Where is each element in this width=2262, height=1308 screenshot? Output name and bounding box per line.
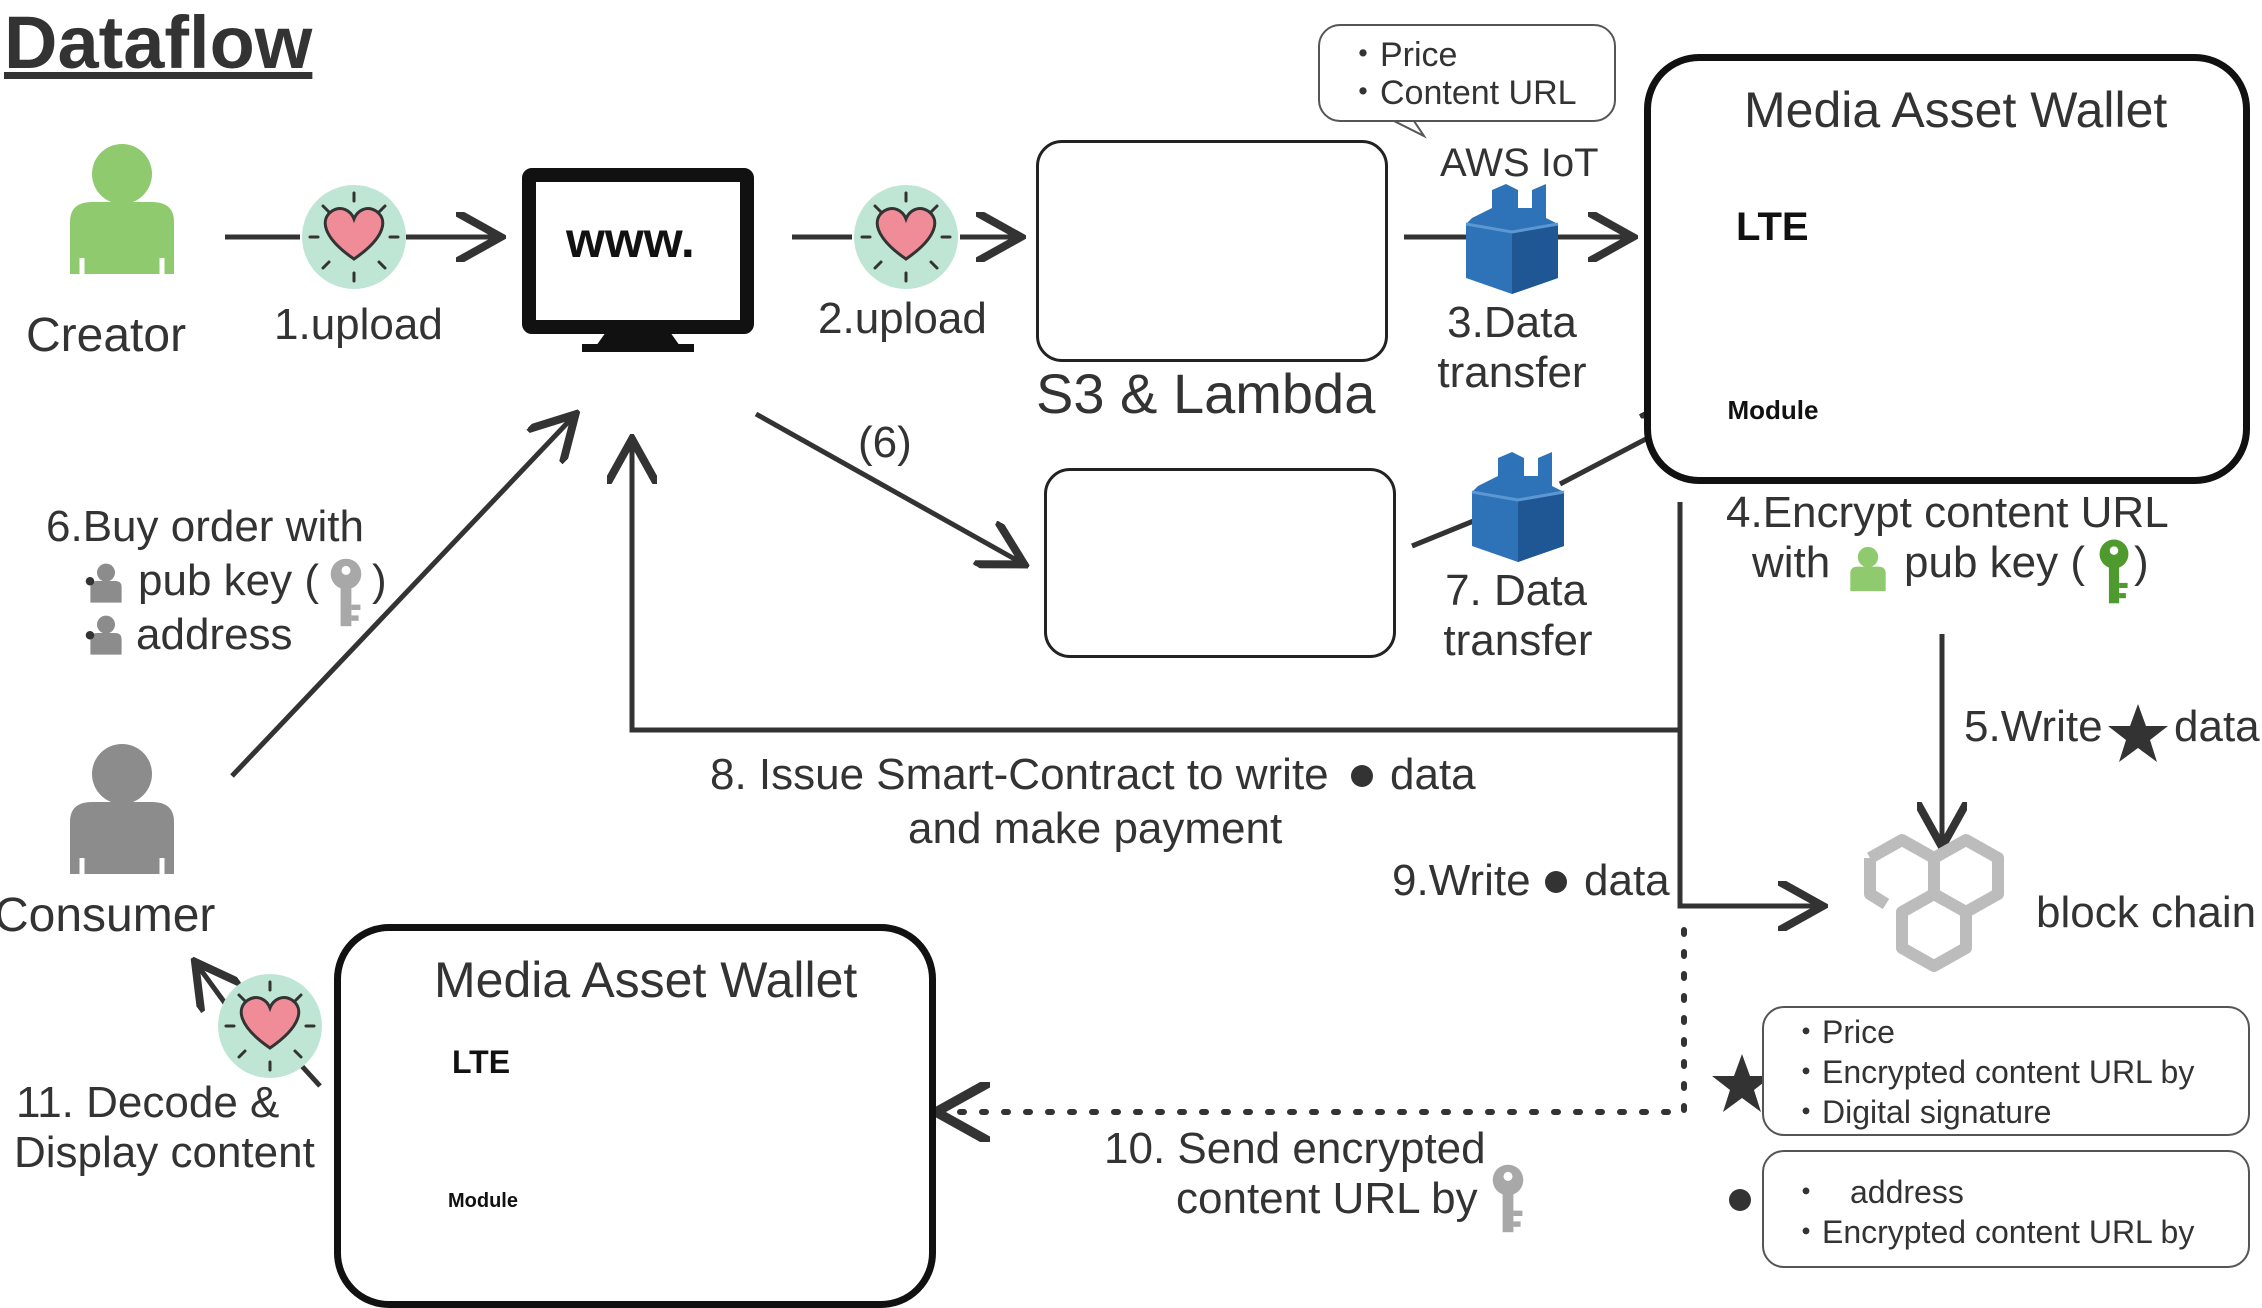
key-icon-gray-buy [330,558,362,627]
issue8-line2: and make payment [908,804,1283,853]
module-ssd-top: SSD [1746,277,1800,307]
lte-label-top: LTE [1736,205,1809,249]
write5-data: data [2174,702,2260,751]
consumer-label: Consumer [0,889,216,942]
arrow-lambda-to-iot [1411,517,1477,549]
module-3g4g-bottom: 3G / 4G [447,1120,519,1142]
dot-icon-legend [1729,1189,1751,1211]
s3-lambda-box [1036,140,1388,362]
module-wireless-bottom: Wireless [440,1142,526,1167]
star-icon-write5 [2108,704,2168,762]
data-transfer3-line2: transfer [1437,348,1587,397]
send10-line2: content URL by [1176,1174,1478,1223]
page-title: Dataflow [4,1,313,84]
dot-icon-write9 [1545,871,1567,893]
data-transfer7-line2: transfer [1443,616,1593,665]
legend-star-signature: ・Digital signature [1790,1094,2052,1130]
encrypt4-pubkey: pub key ( [1904,538,2085,587]
legend-star-price: ・Price [1790,1014,1895,1050]
encrypt4-line1: 4.Encrypt content URL [1726,488,2169,537]
arrow-send-encrypted [942,927,1687,1112]
data-transfer7-line1: 7. Data [1445,566,1587,615]
s3-lambda-label: S3 & Lambda [1036,362,1376,425]
arrow-wallet-to-token [298,1062,322,1088]
heart-token-icon-upload2 [852,183,960,291]
legend-dot-bullet: ・ [1790,1174,1823,1210]
buy6-dot2: ・ [70,615,110,659]
issue8-line1: 8. Issue Smart-Contract to write [710,750,1329,799]
step6-label: (6) [858,418,912,467]
legend-star-encrypted: ・Encrypted content URL by [1790,1054,2195,1090]
buy6-address: address [136,610,293,659]
aws-iot-icon-bottom [1470,450,1566,564]
monitor-icon [522,168,754,352]
decode11-line2: Display content [14,1128,315,1177]
legend-dot-address: address [1850,1174,1964,1210]
aws-iot-label: AWS IoT [1440,141,1599,185]
write5-label: 5.Write [1964,702,2103,751]
write9-data: data [1584,856,1670,905]
key-icon-green-encrypt [2099,539,2129,604]
upload2-label: 2.upload [818,294,987,343]
blockchain-icon [1870,840,1998,966]
data-transfer3-line1: 3.Data [1447,298,1577,347]
wallet-top-title: Media Asset Wallet [1744,82,2168,138]
aws-iot-icon-top [1464,182,1560,296]
price-callout [1318,24,1616,122]
wallet-bottom-title: Media Asset Wallet [434,952,858,1008]
send10-line1: 10. Send encrypted [1104,1124,1486,1173]
media-asset-wallet-top [1644,54,2250,484]
module-name-top: Module [1727,395,1819,425]
module-3g4g-top: 3G / 4G [1727,305,1819,335]
key-icon-gray-send [1492,1164,1524,1233]
consumer-icon [70,744,174,874]
arrow-web-to-lambda [754,411,1020,562]
blockchain-label: block chain [2036,888,2257,937]
arrow-issue-smart-contract [632,444,1683,733]
encrypt4-with: with [1752,538,1831,587]
upload1-label: 1.upload [274,300,443,349]
buy6-pubkey: pub key ( [138,556,319,605]
encrypt-person-icon [1850,546,1886,592]
price-callout-line1: ・Price [1346,36,1458,74]
module-wireless-top: Wireless [1719,334,1827,365]
write9-label: 9.Write [1392,856,1531,905]
legend-star-box [1762,1006,2250,1136]
encrypt4-close: ) [2134,538,2149,587]
decode11-line1: 11. Decode & [16,1078,280,1127]
issue8-data: data [1390,750,1476,799]
buy6-close: ) [372,556,387,605]
dot-icon-issue [1351,765,1373,787]
heart-token-icon-upload1 [300,183,408,291]
module-ssd-bottom: SSD [462,1098,504,1120]
arrow-write-blockchain [1677,730,1818,906]
creator-label: Creator [26,309,187,362]
buy6-dot1: ・ [70,561,110,605]
module-name-bottom: Module [448,1190,518,1212]
website-label: www. [566,212,695,268]
legend-dot-encrypted: ・Encrypted content URL by [1790,1214,2195,1250]
creator-icon [70,144,174,274]
legend-dot-box [1762,1150,2250,1268]
arrow-consumer-to-web [230,418,572,778]
star-icon-legend [1712,1054,1772,1112]
price-callout-line2: ・Content URL [1346,74,1577,112]
heart-token-icon-decode [216,972,324,1080]
lte-label-bottom: LTE [452,1044,511,1080]
lambda-box [1044,468,1396,658]
buy6-line1: 6.Buy order with [46,502,364,551]
